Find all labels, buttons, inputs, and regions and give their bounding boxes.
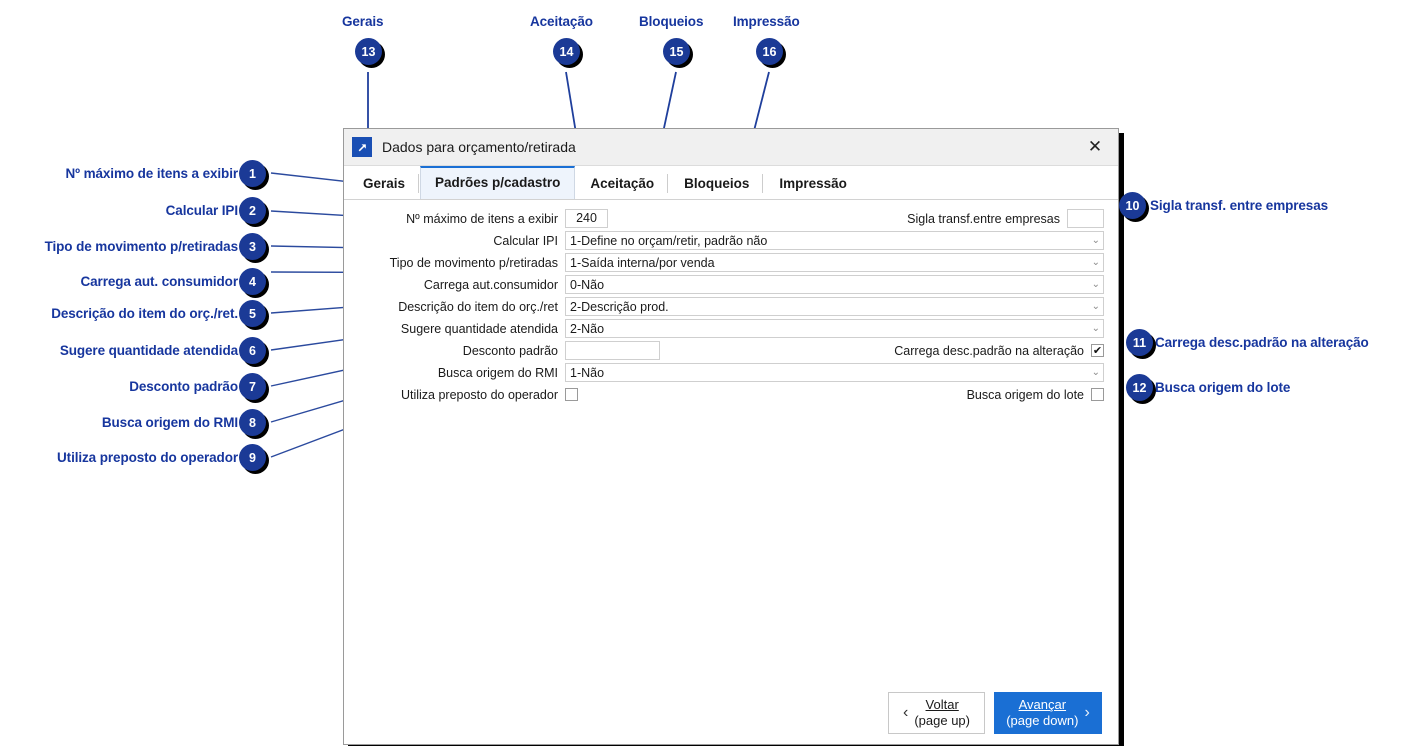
annotation-label-8: Busca origem do RMI [101, 415, 238, 430]
label-sigla-transf: Sigla transf.entre empresas [907, 211, 1060, 226]
dialog-title: Dados para orçamento/retirada [382, 139, 576, 155]
form-row-carrega-aut-consumidor: Carrega aut.consumidor 0-Não ⌄ [358, 274, 1104, 295]
form-row-busca-origem-rmi: Busca origem do RMI 1-Não ⌄ [358, 362, 1104, 383]
annotation-badge-7: 7 [239, 373, 266, 400]
annotation-badge-13: 13 [355, 38, 382, 65]
chevron-down-icon: ⌄ [1091, 256, 1100, 268]
annotation-label-4: Carrega aut. consumidor [80, 274, 239, 289]
close-icon[interactable]: ✕ [1087, 137, 1103, 156]
checkbox-carrega-desc-padrao[interactable]: ✔ [1091, 344, 1104, 357]
chevron-down-icon: ⌄ [1091, 366, 1100, 378]
annotation-badge-16: 16 [756, 38, 783, 65]
tab-padroes-p-cadastro[interactable]: Padrões p/cadastro [420, 166, 576, 199]
select-sugere-quantidade[interactable]: 2-Não ⌄ [565, 319, 1104, 338]
annotation-badge-14: 14 [553, 38, 580, 65]
annotation-badge-6: 6 [239, 337, 266, 364]
dialog-titlebar: Dados para orçamento/retirada ✕ [344, 129, 1118, 166]
form-row-utiliza-preposto: Utiliza preposto do operador Busca orige… [358, 384, 1104, 405]
select-tipo-movimento[interactable]: 1-Saída interna/por venda ⌄ [565, 253, 1104, 272]
back-button[interactable]: ‹ Voltar (page up) [888, 692, 985, 734]
annotation-label-7: Desconto padrão [129, 379, 238, 394]
annotation-label-14: Aceitação [530, 14, 593, 29]
select-tipo-movimento-value: 1-Saída interna/por venda [570, 255, 715, 270]
tab-gerais[interactable]: Gerais [348, 168, 420, 199]
dialog-footer: ‹ Voltar (page up) Avançar (page down) › [344, 682, 1118, 744]
annotation-badge-8: 8 [239, 409, 266, 436]
annotation-badge-5: 5 [239, 300, 266, 327]
annotation-label-2: Calcular IPI [165, 203, 238, 218]
annotation-label-9: Utiliza preposto do operador [57, 450, 238, 465]
chevron-down-icon: ⌄ [1091, 322, 1100, 334]
chevron-right-icon: › [1084, 704, 1090, 721]
tab-aceitacao[interactable]: Aceitação [575, 168, 669, 199]
form-row-max-itens: Nº máximo de itens a exibir 240 Sigla tr… [358, 208, 1104, 229]
tab-strip: Gerais Padrões p/cadastro Aceitação Bloq… [344, 166, 1118, 200]
form-row-desconto-padrao: Desconto padrão Carrega desc.padrão na a… [358, 340, 1104, 361]
tab-bloqueios[interactable]: Bloqueios [669, 168, 764, 199]
chevron-down-icon: ⌄ [1091, 234, 1100, 246]
select-sugere-quantidade-value: 2-Não [570, 321, 605, 336]
label-descricao-item: Descrição do item do orç./ret [398, 299, 558, 314]
annotation-badge-1: 1 [239, 160, 266, 187]
chevron-down-icon: ⌄ [1091, 278, 1100, 290]
checkbox-utiliza-preposto[interactable] [565, 388, 578, 401]
annotation-badge-9: 9 [239, 444, 266, 471]
label-busca-origem-lote: Busca origem do lote [966, 387, 1084, 402]
label-utiliza-preposto: Utiliza preposto do operador [400, 387, 558, 402]
next-button[interactable]: Avançar (page down) › [994, 692, 1102, 734]
label-carrega-aut-consumidor: Carrega aut.consumidor [423, 277, 558, 292]
annotation-label-1: Nº máximo de itens a exibir [65, 166, 238, 181]
input-desconto-padrao[interactable] [565, 341, 660, 360]
checkbox-busca-origem-lote[interactable] [1091, 388, 1104, 401]
tab-impressao[interactable]: Impressão [779, 176, 847, 191]
dialog-window: Dados para orçamento/retirada ✕ Gerais P… [343, 128, 1119, 745]
label-calcular-ipi: Calcular IPI [493, 233, 558, 248]
annotation-label-12: Busca origem do lote [1155, 380, 1291, 395]
select-busca-origem-rmi[interactable]: 1-Não ⌄ [565, 363, 1104, 382]
select-descricao-item[interactable]: 2-Descrição prod. ⌄ [565, 297, 1104, 316]
form-row-tipo-movimento: Tipo de movimento p/retiradas 1-Saída in… [358, 252, 1104, 273]
chevron-down-icon: ⌄ [1091, 300, 1100, 312]
label-tipo-movimento: Tipo de movimento p/retiradas [389, 255, 558, 270]
back-button-label: Voltar [925, 696, 959, 712]
annotation-badge-2: 2 [239, 197, 266, 224]
annotation-label-16: Impressão [733, 14, 800, 29]
annotation-badge-4: 4 [239, 268, 266, 295]
annotation-badge-12: 12 [1126, 374, 1153, 401]
input-max-itens[interactable]: 240 [565, 209, 608, 228]
annotation-label-3: Tipo de movimento p/retiradas [44, 239, 239, 254]
label-sugere-quantidade: Sugere quantidade atendida [400, 321, 558, 336]
annotation-label-6: Sugere quantidade atendida [59, 343, 238, 358]
annotation-label-15: Bloqueios [639, 14, 704, 29]
form-row-descricao-item: Descrição do item do orç./ret 2-Descriçã… [358, 296, 1104, 317]
annotation-badge-11: 11 [1126, 329, 1153, 356]
select-carrega-aut-consumidor-value: 0-Não [570, 277, 605, 292]
select-calcular-ipi[interactable]: 1-Define no orçam/retir, padrão não ⌄ [565, 231, 1104, 250]
label-max-itens: Nº máximo de itens a exibir [406, 211, 558, 226]
annotation-label-13: Gerais [342, 14, 384, 29]
chevron-left-icon: ‹ [903, 704, 909, 721]
annotation-label-5: Descrição do item do orç./ret. [51, 306, 238, 321]
label-carrega-desc-padrao: Carrega desc.padrão na alteração [894, 343, 1084, 358]
select-busca-origem-rmi-value: 1-Não [570, 365, 605, 380]
form-row-sugere-quantidade: Sugere quantidade atendida 2-Não ⌄ [358, 318, 1104, 339]
next-button-label: Avançar [1018, 696, 1067, 712]
label-busca-origem-rmi: Busca origem do RMI [437, 365, 558, 380]
select-carrega-aut-consumidor[interactable]: 0-Não ⌄ [565, 275, 1104, 294]
label-desconto-padrao: Desconto padrão [462, 343, 558, 358]
back-button-sublabel: (page up) [914, 713, 970, 728]
form-body: Nº máximo de itens a exibir 240 Sigla tr… [344, 200, 1118, 682]
maximize-arrow-icon [352, 137, 372, 157]
annotation-badge-15: 15 [663, 38, 690, 65]
annotation-label-10: Sigla transf. entre empresas [1150, 198, 1329, 213]
annotation-label-11: Carrega desc.padrão na alteração [1155, 335, 1369, 350]
annotation-badge-10: 10 [1119, 192, 1146, 219]
annotation-badge-3: 3 [239, 233, 266, 260]
next-button-sublabel: (page down) [1006, 713, 1079, 728]
select-descricao-item-value: 2-Descrição prod. [570, 299, 669, 314]
input-sigla-transf[interactable] [1067, 209, 1104, 228]
select-calcular-ipi-value: 1-Define no orçam/retir, padrão não [570, 233, 768, 248]
check-tick-icon: ✔ [1092, 344, 1103, 357]
form-row-calcular-ipi: Calcular IPI 1-Define no orçam/retir, pa… [358, 230, 1104, 251]
